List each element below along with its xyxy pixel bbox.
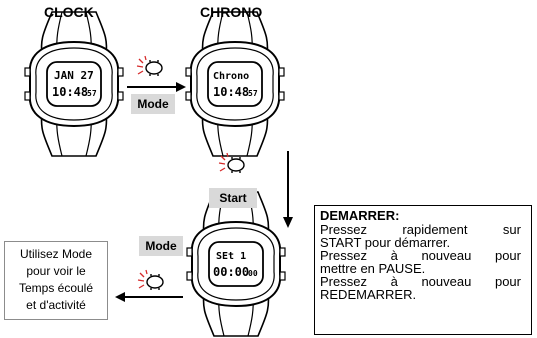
press-mode-icon-bottom (137, 269, 164, 291)
note-line-2: pour voir le (26, 264, 86, 278)
clock-screen-line1: JAN 27 (54, 69, 94, 82)
word: rapidement (402, 222, 468, 237)
start-button-label: Start (209, 188, 257, 208)
word: Pressez (320, 222, 367, 237)
instructions-line-4: mettre en PAUSE. (320, 261, 426, 276)
mode-button-label-bottom: Mode (139, 236, 183, 256)
instructions-line-1: Pressez rapidement sur (320, 223, 521, 236)
chrono-screen-time: 10:48 (213, 85, 249, 99)
word: Pressez (320, 274, 367, 289)
arrow-right-icon (127, 82, 186, 92)
note-line-4: et d'activité (26, 298, 86, 312)
instructions-line-3: Pressez à nouveau pour (320, 249, 521, 262)
word: pour (494, 274, 521, 289)
clock-screen-time: 10:48 (52, 85, 88, 99)
note-line-1: Utilisez Mode (19, 247, 93, 261)
mode-button-label: Mode (131, 94, 175, 114)
clock-title: CLOCK (44, 4, 94, 20)
word: à (390, 248, 398, 263)
instructions-heading: DEMARRER: (320, 208, 400, 223)
chrono-screen-seconds: 57 (248, 89, 258, 98)
word: à (390, 274, 398, 289)
clock-watch: JAN 27 10:48 57 (24, 11, 124, 157)
chrono-screen-line1: Chrono (213, 71, 249, 82)
bottom-screen-line1: SEt 1 (216, 251, 246, 262)
word: pour (494, 248, 521, 263)
note-line-3: Temps écoulé (18, 281, 94, 295)
arrow-left-icon (115, 292, 183, 302)
bottom-screen-hundredths: 00 (248, 269, 258, 278)
word: Pressez (320, 248, 367, 263)
instructions-line-2: START pour démarrer. (320, 235, 451, 250)
press-mode-icon (136, 55, 163, 77)
word: nouveau (421, 274, 472, 289)
word: nouveau (421, 248, 472, 263)
chrono-watch: Chrono 10:48 57 (185, 11, 285, 157)
instructions-line-6: REDEMARRER. (320, 287, 417, 302)
bottom-watch: SEt 1 00:00 00 (186, 191, 286, 337)
bottom-screen-time: 00:00 (213, 265, 249, 279)
start-instructions-box: DEMARRER: Pressez rapidement sur START p… (314, 205, 532, 335)
mode-note-box: Utilisez Mode pour voir le Temps écoulé … (4, 241, 108, 320)
arrow-down-icon (283, 151, 293, 228)
instructions-line-5: Pressez à nouveau pour (320, 275, 521, 288)
clock-screen-seconds: 57 (87, 89, 97, 98)
word: sur (502, 222, 521, 237)
chrono-title: CHRONO (200, 4, 263, 20)
